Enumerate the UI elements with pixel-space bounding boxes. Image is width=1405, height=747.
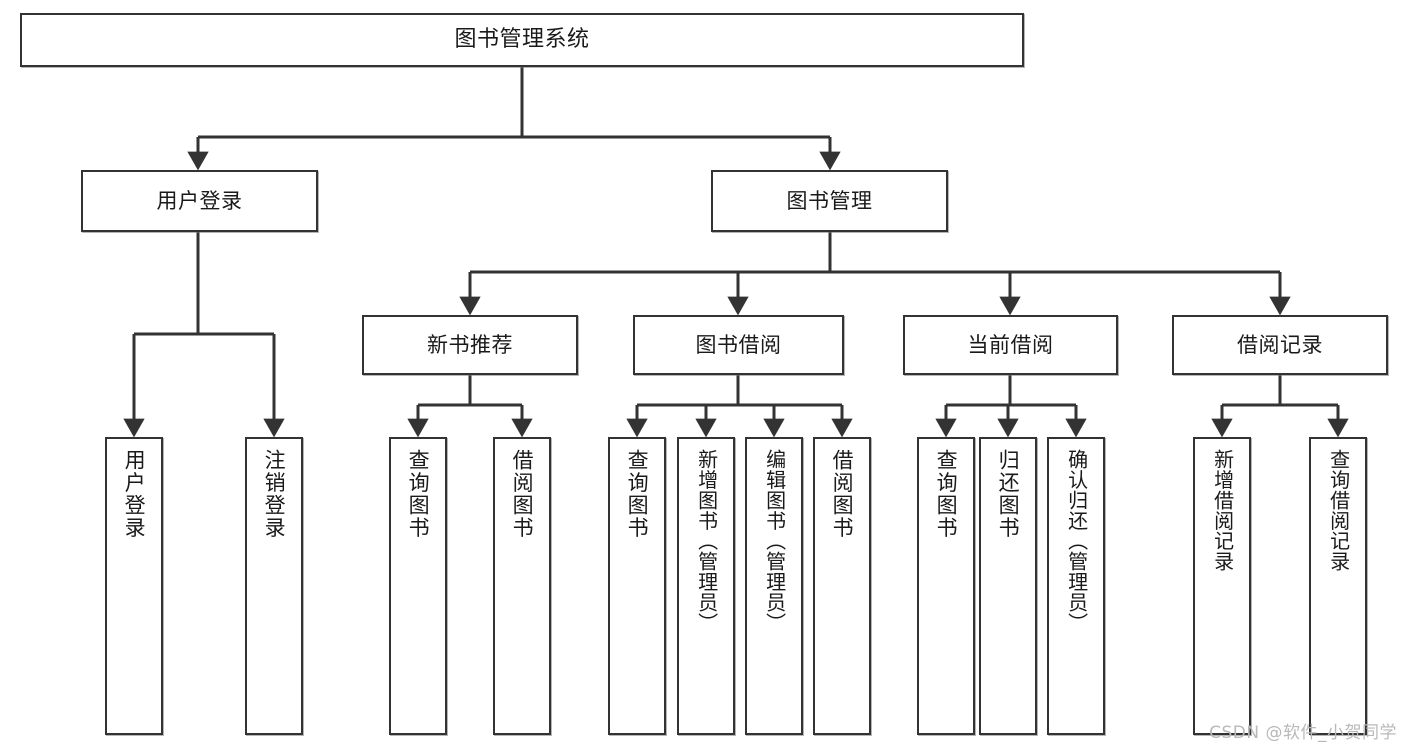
- leaf-return-book[interactable]: 归还图书: [979, 437, 1037, 735]
- node-label: 图书借阅: [695, 332, 782, 357]
- node-label: 归还图书: [996, 449, 1021, 539]
- node-label: 用户登录: [122, 449, 147, 539]
- node-label: 新增图书（管理员）: [694, 449, 719, 633]
- leaf-query-book-recommend[interactable]: 查询图书: [389, 437, 447, 735]
- csdn-watermark: CSDN @软件_小贺同学: [1209, 723, 1397, 743]
- node-label: 新书推荐: [427, 332, 513, 357]
- node-book-manage[interactable]: 图书管理: [711, 170, 948, 232]
- node-label: 查询图书: [625, 449, 650, 539]
- node-book-borrow[interactable]: 图书借阅: [633, 315, 844, 375]
- node-current-borrow[interactable]: 当前借阅: [903, 315, 1118, 375]
- leaf-user-login[interactable]: 用户登录: [105, 437, 163, 735]
- leaf-query-book-borrow[interactable]: 查询图书: [608, 437, 666, 735]
- node-user-login[interactable]: 用户登录: [81, 170, 318, 232]
- leaf-confirm-return-admin[interactable]: 确认归还（管理员）: [1047, 437, 1105, 735]
- leaf-edit-book-admin[interactable]: 编辑图书（管理员）: [745, 437, 803, 735]
- node-borrow-record[interactable]: 借阅记录: [1172, 315, 1388, 375]
- node-new-book-recommend[interactable]: 新书推荐: [362, 315, 578, 375]
- node-label: 借阅图书: [510, 449, 535, 539]
- node-label: 用户登录: [156, 188, 243, 213]
- leaf-borrow-book-recommend[interactable]: 借阅图书: [493, 437, 551, 735]
- node-label: 图书管理系统: [454, 27, 590, 53]
- leaf-add-book-admin[interactable]: 新增图书（管理员）: [677, 437, 735, 735]
- leaf-logout[interactable]: 注销登录: [245, 437, 303, 735]
- node-label: 借阅记录: [1237, 332, 1323, 357]
- node-label: 查询图书: [406, 449, 431, 539]
- leaf-query-borrow-record[interactable]: 查询借阅记录: [1309, 437, 1367, 735]
- node-label: 图书管理: [786, 188, 873, 213]
- node-label: 确认归还（管理员）: [1064, 449, 1089, 633]
- leaf-add-borrow-record[interactable]: 新增借阅记录: [1193, 437, 1251, 735]
- node-label: 借阅图书: [830, 449, 855, 539]
- leaf-query-book-current[interactable]: 查询图书: [917, 437, 975, 735]
- node-label: 查询图书: [934, 449, 959, 539]
- leaf-borrow-book[interactable]: 借阅图书: [813, 437, 871, 735]
- node-label: 当前借阅: [967, 332, 1054, 357]
- node-label: 编辑图书（管理员）: [762, 449, 787, 633]
- node-root-system[interactable]: 图书管理系统: [20, 13, 1024, 67]
- node-label: 查询借阅记录: [1326, 449, 1351, 572]
- node-label: 新增借阅记录: [1210, 449, 1235, 572]
- node-label: 注销登录: [262, 449, 287, 539]
